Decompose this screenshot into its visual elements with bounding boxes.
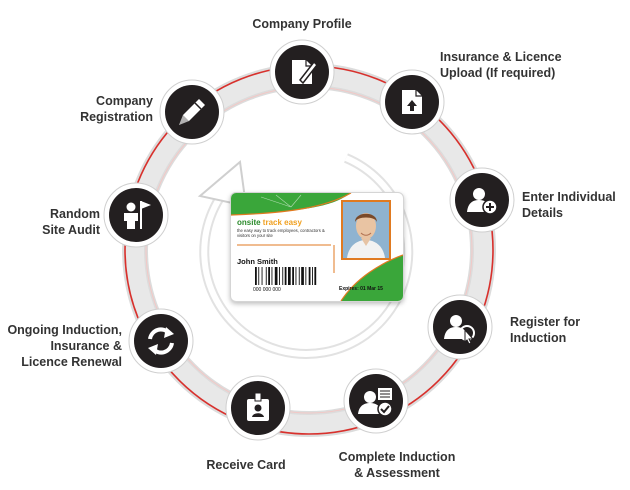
step-label-ongoing-induction: Ongoing Induction, Insurance & Licence Ren… bbox=[7, 322, 122, 370]
card-expiry: Expires: 01 Mar 15 bbox=[339, 286, 383, 292]
step-badge-receive-card bbox=[225, 375, 291, 441]
step-label-line: Insurance & bbox=[50, 339, 122, 353]
step-badge-ongoing-induction bbox=[128, 308, 194, 374]
step-label-complete-induction: Complete Induction & Assessment bbox=[339, 449, 456, 481]
step-label-line: Receive Card bbox=[206, 458, 286, 472]
step-label-line: Upload (If required) bbox=[440, 66, 556, 80]
step-label-line: Enter Individual bbox=[522, 190, 616, 204]
id-badge-icon bbox=[247, 392, 269, 421]
document-upload-icon bbox=[402, 90, 422, 114]
user-checklist-icon bbox=[358, 388, 393, 417]
step-badge-insurance-upload bbox=[379, 69, 445, 135]
card-brand: onsite track easy bbox=[237, 218, 302, 227]
step-badge-register-induction bbox=[427, 294, 493, 360]
step-label-line: Insurance & Licence bbox=[440, 50, 562, 64]
step-badge-company-registration bbox=[159, 79, 225, 145]
step-label-line: Company bbox=[96, 94, 153, 108]
step-label-line: Complete Induction bbox=[338, 450, 456, 464]
step-label-line: Registration bbox=[80, 110, 153, 124]
document-pen-icon bbox=[292, 60, 318, 85]
card-number: 000 000 000 bbox=[253, 287, 281, 293]
step-badge-random-audit bbox=[103, 182, 169, 248]
step-label-line: Company Profile bbox=[252, 17, 352, 31]
refresh-icon bbox=[148, 327, 174, 355]
step-badge-company-profile bbox=[269, 39, 335, 105]
step-label-company-profile: Company Profile bbox=[252, 16, 351, 32]
card-swoosh bbox=[231, 193, 403, 301]
step-label-line: & Assessment bbox=[354, 466, 440, 480]
step-label-line: Details bbox=[522, 206, 563, 220]
card-holder-name: John Smith bbox=[237, 257, 278, 266]
step-label-line: Licence Renewal bbox=[21, 355, 122, 369]
step-label-line: Random bbox=[50, 207, 100, 221]
id-card-sample: onsite track easy the easy way to track … bbox=[230, 192, 404, 302]
step-label-receive-card: Receive Card bbox=[206, 457, 285, 473]
step-label-line: Register for bbox=[510, 315, 581, 329]
pen-icon bbox=[179, 99, 205, 125]
cardholder-photo bbox=[341, 200, 391, 260]
step-label-line: Induction bbox=[510, 331, 567, 345]
step-badge-complete-induction bbox=[343, 368, 409, 434]
user-add-icon bbox=[467, 188, 498, 215]
user-click-icon bbox=[444, 315, 475, 345]
person-flag-icon bbox=[124, 201, 151, 229]
card-tagline: the easy way to track employees, contrac… bbox=[237, 228, 325, 238]
step-badge-enter-details bbox=[449, 167, 515, 233]
barcode bbox=[255, 267, 317, 285]
step-label-line: Site Audit bbox=[42, 223, 100, 237]
step-label-line: Ongoing Induction, bbox=[7, 323, 122, 337]
